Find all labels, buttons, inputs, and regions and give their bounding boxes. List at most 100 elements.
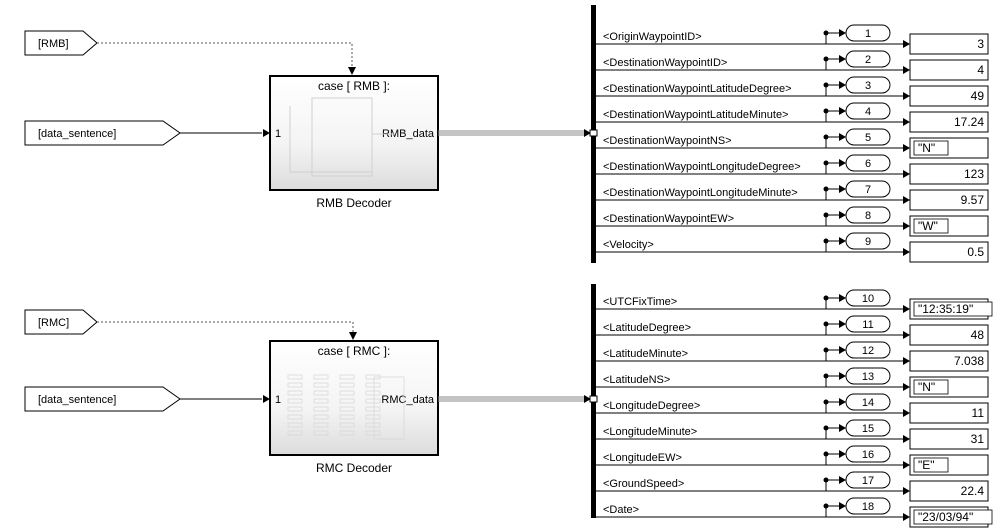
goto-tag-label: [RMC] — [38, 317, 69, 329]
display-block[interactable] — [909, 350, 989, 372]
thumbnail-block — [365, 398, 381, 404]
outport-block[interactable] — [845, 128, 891, 146]
outport-arrowhead — [839, 237, 846, 245]
outport-arrowhead — [839, 133, 846, 141]
signal-row: <DestinationWaypointLongitudeMinute>79.5… — [596, 180, 989, 211]
signal-label: <DestinationWaypointLongitudeDegree> — [603, 161, 801, 173]
display-arrowhead — [903, 305, 910, 313]
outport-arrowhead — [839, 294, 846, 302]
outport-block[interactable] — [845, 367, 891, 385]
outport-number: 17 — [862, 475, 874, 487]
outport-block[interactable] — [845, 232, 891, 250]
outport-arrowhead — [839, 372, 846, 380]
display-block[interactable] — [909, 85, 989, 107]
display-block[interactable] — [909, 428, 989, 450]
display-block[interactable] — [909, 59, 989, 81]
thumbnail-wire — [289, 106, 372, 173]
display-block[interactable] — [909, 33, 989, 55]
outport-arrowhead — [839, 502, 846, 510]
outport-number: 11 — [862, 319, 873, 331]
signal-label: <DestinationWaypointLatitudeDegree> — [603, 83, 792, 95]
thumbnail-mux — [373, 376, 405, 440]
signal-label: <DestinationWaypointLongitudeMinute> — [603, 187, 798, 199]
signal-label: <DestinationWaypointNS> — [603, 135, 732, 147]
signal-label: <LatitudeMinute> — [603, 348, 688, 360]
goto-tag-rmc[interactable] — [24, 309, 98, 335]
signal-label: <DestinationWaypointID> — [603, 57, 727, 69]
input-arrowhead — [263, 395, 270, 403]
bus-arrowhead — [584, 395, 591, 403]
signal-row: <DestinationWaypointID> 2 4 — [596, 50, 989, 81]
outport-block[interactable] — [845, 76, 891, 94]
display-block[interactable] — [909, 189, 989, 211]
thumbnail-block — [313, 398, 329, 404]
thumbnail-block — [365, 390, 381, 396]
signal-row: <DestinationWaypointLatitudeDegree>349 — [596, 76, 989, 107]
goto-tag-rmb[interactable] — [24, 30, 98, 56]
signal-row: <DestinationWaypointLatitudeMinute>417.2… — [596, 102, 989, 133]
thumbnail-block — [313, 422, 329, 428]
out-port-label: RMC_data — [381, 394, 434, 406]
outport-block[interactable] — [845, 341, 891, 359]
outport-block[interactable] — [845, 419, 891, 437]
thumbnail-block — [313, 390, 329, 396]
display-value: 9.57 — [961, 193, 985, 207]
outport-block[interactable] — [845, 289, 891, 307]
outport-arrowhead — [839, 211, 846, 219]
outport-block[interactable] — [845, 445, 891, 463]
signal-label: <LatitudeNS> — [603, 374, 670, 386]
control-arrowhead — [348, 67, 356, 75]
display-arrowhead — [903, 196, 910, 204]
outport-number: 3 — [865, 80, 871, 92]
outport-arrowhead — [839, 107, 846, 115]
thumbnail-block — [287, 398, 303, 404]
display-arrowhead — [903, 170, 910, 178]
display-block[interactable] — [909, 402, 989, 424]
signal-label: <LatitudeDegree> — [603, 322, 691, 334]
outport-arrowhead — [839, 476, 846, 484]
input-tag-rmb[interactable] — [24, 120, 181, 146]
outport-arrowhead — [839, 55, 846, 63]
outport-number: 8 — [865, 210, 871, 222]
display-value: "N" — [918, 141, 935, 155]
thumbnail-block — [365, 382, 381, 388]
display-value: "N" — [918, 380, 935, 394]
decoder-block-rmb[interactable] — [269, 75, 439, 191]
display-arrowhead — [903, 118, 910, 126]
outport-block[interactable] — [845, 102, 891, 120]
outport-block[interactable] — [845, 497, 891, 515]
outport-block[interactable] — [845, 393, 891, 411]
display-arrowhead — [903, 331, 910, 339]
outport-block[interactable] — [845, 50, 891, 68]
display-arrowhead — [903, 383, 910, 391]
thumbnail-block — [339, 406, 355, 412]
outport-block[interactable] — [845, 206, 891, 224]
display-block[interactable] — [909, 324, 989, 346]
thumbnail-block — [339, 422, 355, 428]
outport-block[interactable] — [845, 315, 891, 333]
thumbnail-block — [339, 430, 355, 436]
outport-number: 2 — [865, 54, 871, 66]
display-string-box — [913, 457, 949, 473]
display-block[interactable] — [909, 111, 989, 133]
input-tag-rmc[interactable] — [24, 386, 181, 412]
display-block[interactable] — [909, 241, 989, 263]
display-arrowhead — [903, 222, 910, 230]
display-block[interactable] — [909, 163, 989, 185]
outport-block[interactable] — [845, 154, 891, 172]
display-block[interactable] — [909, 480, 989, 502]
signal-label: <LongitudeMinute> — [603, 426, 697, 438]
display-value: 22.4 — [961, 484, 985, 498]
display-value: 4 — [977, 63, 984, 77]
outport-arrowhead — [839, 320, 846, 328]
decoder-block-rmc[interactable] — [269, 340, 439, 456]
outport-number: 1 — [865, 28, 871, 40]
thumbnail-subsystem — [311, 97, 373, 177]
outport-block[interactable] — [845, 180, 891, 198]
outport-block[interactable] — [845, 24, 891, 42]
outport-block[interactable] — [845, 471, 891, 489]
outport-number: 13 — [862, 371, 874, 383]
signal-row: <LatitudeNS> 13 "N" — [596, 367, 989, 398]
